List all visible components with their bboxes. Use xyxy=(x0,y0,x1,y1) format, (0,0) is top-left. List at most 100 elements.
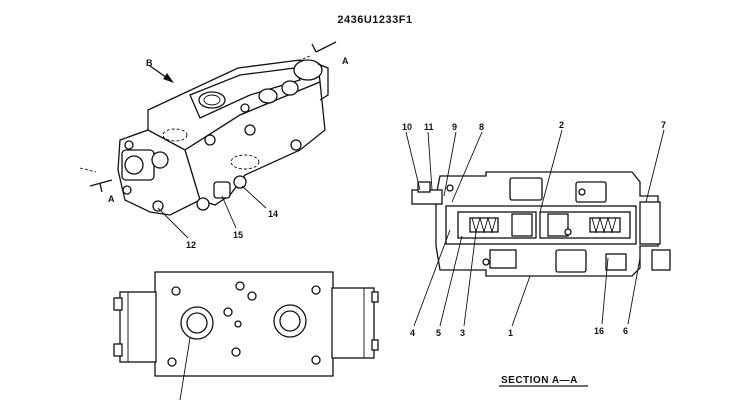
leader-8 xyxy=(451,131,483,203)
right-spool-land xyxy=(547,213,569,237)
section-line-a-top xyxy=(315,41,337,53)
callout-7: 7 xyxy=(661,120,666,130)
part-15-body xyxy=(213,181,231,199)
top-port-inner xyxy=(203,94,221,106)
callout-4: 4 xyxy=(410,328,415,338)
section-right-cap xyxy=(639,201,661,245)
top-boss-ridge xyxy=(189,67,301,119)
left-spool-land xyxy=(511,213,533,237)
section-hole-2 xyxy=(578,188,586,196)
lower-port-right xyxy=(605,253,627,271)
section-right-plug xyxy=(651,249,671,271)
plan-hole-3 xyxy=(311,285,321,295)
plan-hole-4 xyxy=(247,291,257,301)
leader-10 xyxy=(405,131,421,191)
leader-1 xyxy=(511,275,531,327)
section-a-a-view xyxy=(405,129,671,387)
leader-11 xyxy=(427,131,433,191)
callout-12: 12 xyxy=(186,240,196,250)
lower-boss xyxy=(196,197,210,211)
view-arrow-b-head xyxy=(163,73,174,83)
plan-right-lug-1 xyxy=(371,291,379,303)
hidden-port-1 xyxy=(162,128,188,142)
plan-hole-7 xyxy=(167,357,177,367)
callout-5: 5 xyxy=(436,328,441,338)
section-left-plug xyxy=(417,181,431,193)
callout-16: 16 xyxy=(594,326,604,336)
bolt-4 xyxy=(240,103,250,113)
section-hole-3 xyxy=(482,258,490,266)
lower-port-left xyxy=(489,249,517,269)
rear-end-cap xyxy=(317,63,329,101)
plan-left-lug-2 xyxy=(113,343,123,357)
top-right-port-2 xyxy=(281,80,299,96)
hidden-port-2 xyxy=(230,154,260,170)
callout-8: 8 xyxy=(479,122,484,132)
callout-9: 9 xyxy=(452,122,457,132)
plan-hole-1 xyxy=(171,286,181,296)
bolt-12 xyxy=(152,200,164,212)
plan-hole-5 xyxy=(223,307,233,317)
section-tick-a-left xyxy=(99,183,103,193)
plan-right-lug-2 xyxy=(371,339,379,351)
leader-7 xyxy=(645,129,665,203)
callout-10: 10 xyxy=(402,122,412,132)
end-plate-bolt-1 xyxy=(124,140,134,150)
view-marker-a-top: A xyxy=(342,56,349,66)
leader-12 xyxy=(157,207,189,239)
top-port xyxy=(198,91,226,109)
leader-6 xyxy=(627,257,641,325)
upper-chamber-left xyxy=(509,177,543,201)
callout-1: 1 xyxy=(508,328,513,338)
callout-14: 14 xyxy=(268,209,278,219)
section-dash-a-top xyxy=(295,55,311,63)
plan-left-end-cap xyxy=(119,291,157,363)
plan-hole-2 xyxy=(235,281,245,291)
leader-16 xyxy=(601,257,609,325)
end-plate-bolt-2 xyxy=(122,185,132,195)
section-hole-1 xyxy=(446,184,454,192)
section-title: SECTION A—A xyxy=(501,375,578,386)
leader-15 xyxy=(221,195,237,229)
end-plate-port xyxy=(151,151,169,169)
right-spring xyxy=(589,217,621,233)
section-line-a-left xyxy=(89,179,113,187)
callout-3: 3 xyxy=(460,328,465,338)
leader-4 xyxy=(413,229,451,327)
upper-chamber-right xyxy=(575,181,607,203)
end-plate-plug xyxy=(124,155,144,175)
callout-2: 2 xyxy=(559,120,564,130)
leader-5 xyxy=(439,235,463,327)
view-marker-a-left: A xyxy=(108,194,115,204)
bolt-1 xyxy=(204,134,216,146)
callout-11: 11 xyxy=(424,122,434,132)
plan-port-right-inner xyxy=(279,310,301,332)
plan-view xyxy=(113,271,379,401)
plan-hole-8 xyxy=(311,355,321,365)
bolt-2 xyxy=(244,124,256,136)
leader-2 xyxy=(539,129,563,213)
top-right-port-1 xyxy=(258,88,278,104)
isometric-valve-view xyxy=(79,41,337,239)
leader-14 xyxy=(241,185,267,209)
section-hole-4 xyxy=(564,228,572,236)
plan-leader xyxy=(179,337,191,401)
callout-6: 6 xyxy=(623,326,628,336)
right-spring-coil xyxy=(591,216,617,234)
view-marker-b: B xyxy=(146,58,153,68)
rear-end-boss xyxy=(293,59,323,81)
section-dash-a-left xyxy=(79,167,97,173)
plan-hole-9 xyxy=(231,347,241,357)
part-14-plug xyxy=(233,175,247,189)
plan-right-end-cap xyxy=(331,287,375,359)
bolt-3 xyxy=(290,139,302,151)
plan-hole-6 xyxy=(234,320,242,328)
leader-3 xyxy=(463,231,477,327)
plan-port-left-inner xyxy=(186,312,208,334)
lower-chamber xyxy=(555,249,587,273)
leader-9 xyxy=(443,131,457,197)
plan-left-lug-1 xyxy=(113,297,123,311)
drawing-number: 2436U1233F1 xyxy=(337,14,412,26)
